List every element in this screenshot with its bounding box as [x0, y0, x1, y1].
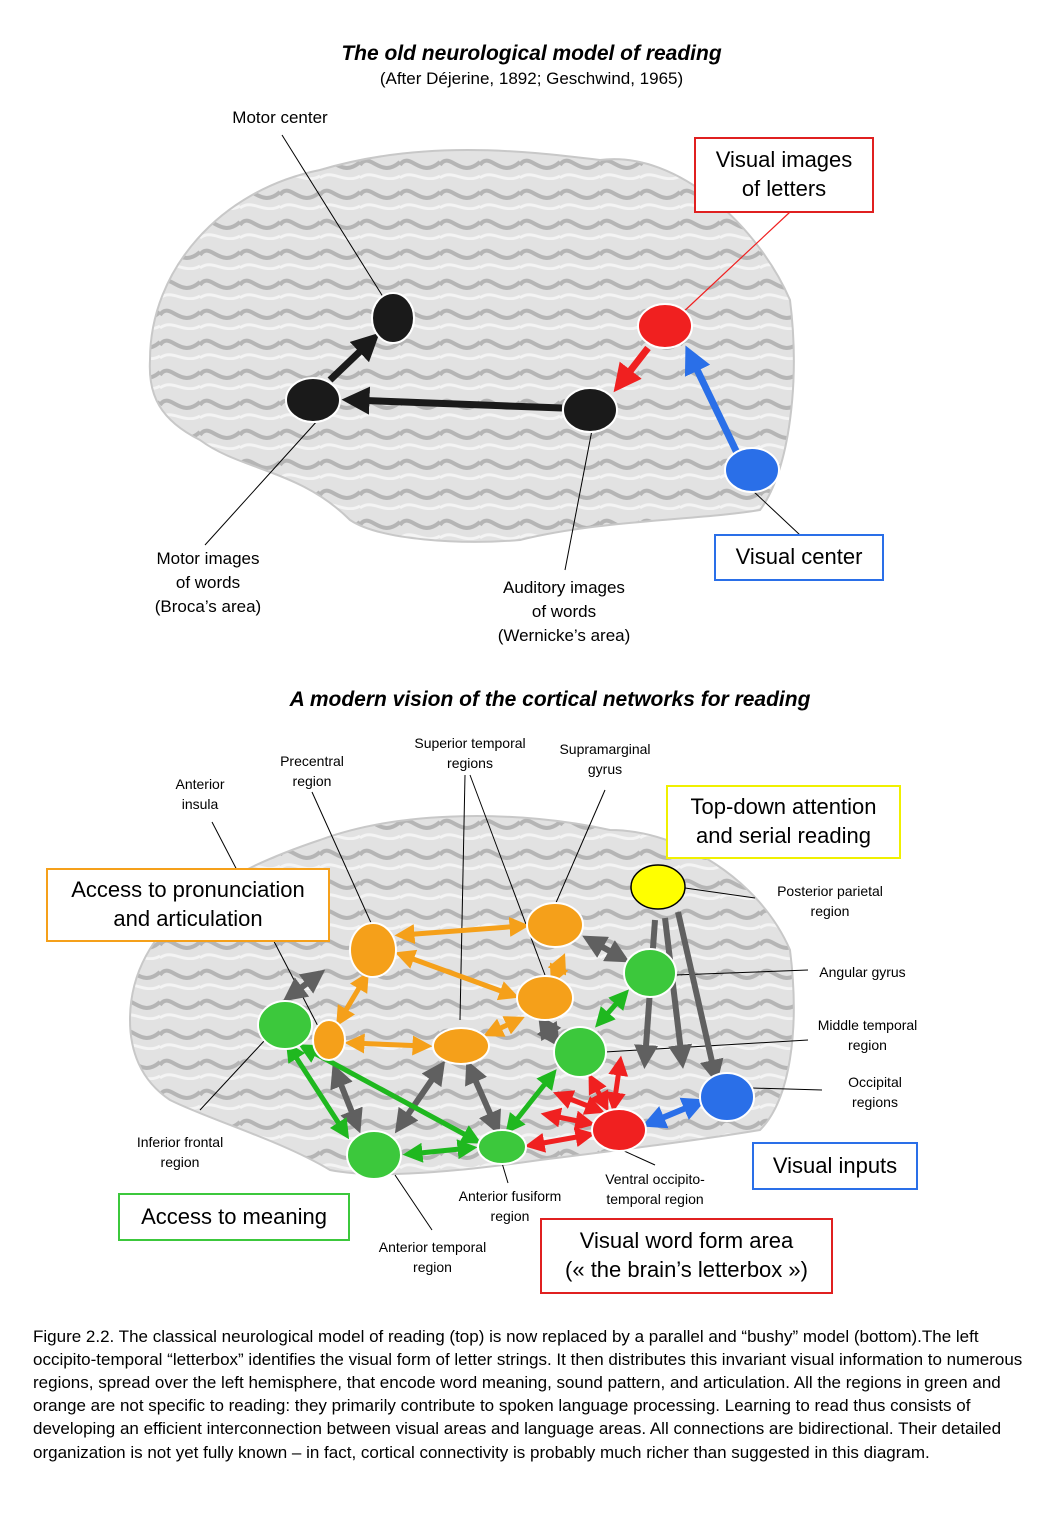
node-occipital: [699, 1072, 755, 1122]
label-sup-temporal-line1: Superior temporal: [414, 735, 526, 751]
label-occipital-line2: regions: [852, 1094, 898, 1111]
label-auditory-images: Auditory images of words (Wernicke’s are…: [464, 576, 664, 647]
label-auditory-line3: (Wernicke’s area): [497, 625, 631, 645]
label-ant-fusiform-line1: Anterior fusiform: [458, 1188, 562, 1204]
label-supramarginal: Supramarginal gyrus: [545, 739, 665, 780]
label-post-parietal-line2: region: [810, 903, 850, 920]
label-occipital-line1: Occipital: [848, 1074, 902, 1090]
label-motor-images-line2: of words: [175, 572, 241, 592]
label-middle-temporal: Middle temporal region: [800, 1015, 935, 1056]
label-inf-frontal-line2: region: [160, 1154, 200, 1171]
label-posterior-parietal: Posterior parietal region: [755, 881, 905, 922]
bottom-title: A modern vision of the cortical networks…: [289, 688, 811, 711]
box-pronunciation-line2: and articulation: [113, 906, 263, 931]
figure-caption: Figure 2.2. The classical neurological m…: [33, 1327, 1023, 1462]
box-visual-images-line1: Visual images: [715, 147, 853, 173]
label-anterior-insula-line1: Anterior: [175, 776, 225, 792]
label-precentral-line2: region: [292, 773, 332, 790]
label-inf-frontal-line1: Inferior frontal: [136, 1134, 224, 1150]
label-inferior-frontal: Inferior frontal region: [115, 1132, 245, 1173]
orange-arrows: [336, 916, 569, 1056]
node-anterior-temporal: [346, 1130, 402, 1180]
label-anterior-insula: Anterior insula: [150, 774, 250, 815]
label-anterior-fusiform: Anterior fusiform region: [440, 1186, 580, 1227]
box-topdown-line1: Top-down attention: [690, 794, 877, 820]
node-visual-letters: [637, 303, 693, 349]
label-auditory-line2: of words: [531, 601, 597, 621]
node-anterior-insula: [312, 1019, 346, 1061]
label-mid-temporal-line1: Middle temporal: [817, 1017, 918, 1033]
label-auditory-line1: Auditory images: [503, 578, 625, 597]
node-sup-temporal-mid: [432, 1027, 490, 1065]
label-motor-images-line1: Motor images: [156, 549, 260, 568]
top-leader-lines: [204, 134, 801, 571]
box-pronunciation-line1: Access to pronunciation: [71, 877, 305, 903]
label-ventral-ot-line1: Ventral occipito-: [605, 1171, 705, 1187]
label-mid-temporal-line2: region: [848, 1037, 887, 1054]
label-anterior-temporal: Anterior temporal region: [360, 1237, 505, 1278]
node-angular: [623, 948, 677, 998]
label-ant-temporal-line1: Anterior temporal: [378, 1239, 487, 1255]
label-ant-fusiform-line2: region: [490, 1208, 530, 1225]
brain-top-silhouette: [148, 149, 795, 543]
label-ant-temporal-line2: region: [413, 1259, 452, 1276]
label-supramarginal-line2: gyrus: [587, 761, 623, 778]
node-supramarginal: [526, 902, 584, 948]
label-motor-center: Motor center: [232, 108, 328, 127]
label-occipital: Occipital regions: [820, 1072, 930, 1113]
box-vwfa-line1: Visual word form area: [579, 1228, 794, 1254]
node-precentral: [349, 922, 397, 978]
node-broca: [285, 377, 341, 423]
box-topdown-line2: and serial reading: [696, 823, 871, 848]
label-ventral-ot-line2: temporal region: [606, 1191, 704, 1208]
node-visual-center: [724, 447, 780, 493]
top-subtitle: (After Déjerine, 1892; Geschwind, 1965): [379, 69, 684, 88]
label-sup-temporal-line2: regions: [447, 755, 493, 772]
box-access-to-pronunciation: Access to pronunciation and articulation: [46, 868, 330, 942]
green-arrows: [285, 989, 629, 1163]
node-sup-temporal-posterior: [516, 975, 574, 1021]
label-superior-temporal: Superior temporal regions: [395, 733, 545, 774]
box-visual-word-form-area: Visual word form area (« the brain’s let…: [540, 1218, 833, 1294]
node-wernicke: [562, 387, 618, 433]
top-title: The old neurological model of reading: [341, 42, 722, 65]
red-arrows: [524, 1055, 629, 1153]
label-angular-gyrus: Angular gyrus: [819, 964, 906, 980]
label-precentral-line1: Precentral: [280, 753, 344, 769]
label-supramarginal-line1: Supramarginal: [559, 741, 651, 757]
label-precentral: Precentral region: [262, 751, 362, 792]
label-post-parietal-line1: Posterior parietal: [777, 883, 883, 899]
box-top-down-attention: Top-down attention and serial reading: [666, 785, 901, 859]
box-visual-images-of-letters: Visual images of letters: [694, 137, 874, 213]
label-anterior-insula-line2: insula: [181, 796, 219, 813]
node-anterior-fusiform: [477, 1129, 527, 1165]
node-posterior-parietal: [630, 864, 686, 910]
label-motor-images-line3: (Broca’s area): [154, 596, 262, 616]
label-motor-images: Motor images of words (Broca’s area): [118, 547, 298, 618]
box-access-to-meaning: Access to meaning: [118, 1193, 350, 1241]
node-inferior-frontal: [257, 1000, 313, 1050]
node-motor-center: [371, 292, 415, 344]
label-ventral-occipito-temporal: Ventral occipito- temporal region: [585, 1169, 725, 1210]
node-middle-temporal: [553, 1026, 607, 1078]
box-visual-images-line2: of letters: [741, 176, 827, 201]
node-ventral-ot: [591, 1108, 647, 1152]
box-visual-center: Visual center: [714, 534, 884, 581]
box-vwfa-line2: (« the brain’s letterbox »): [565, 1257, 808, 1282]
box-visual-inputs: Visual inputs: [752, 1142, 918, 1190]
